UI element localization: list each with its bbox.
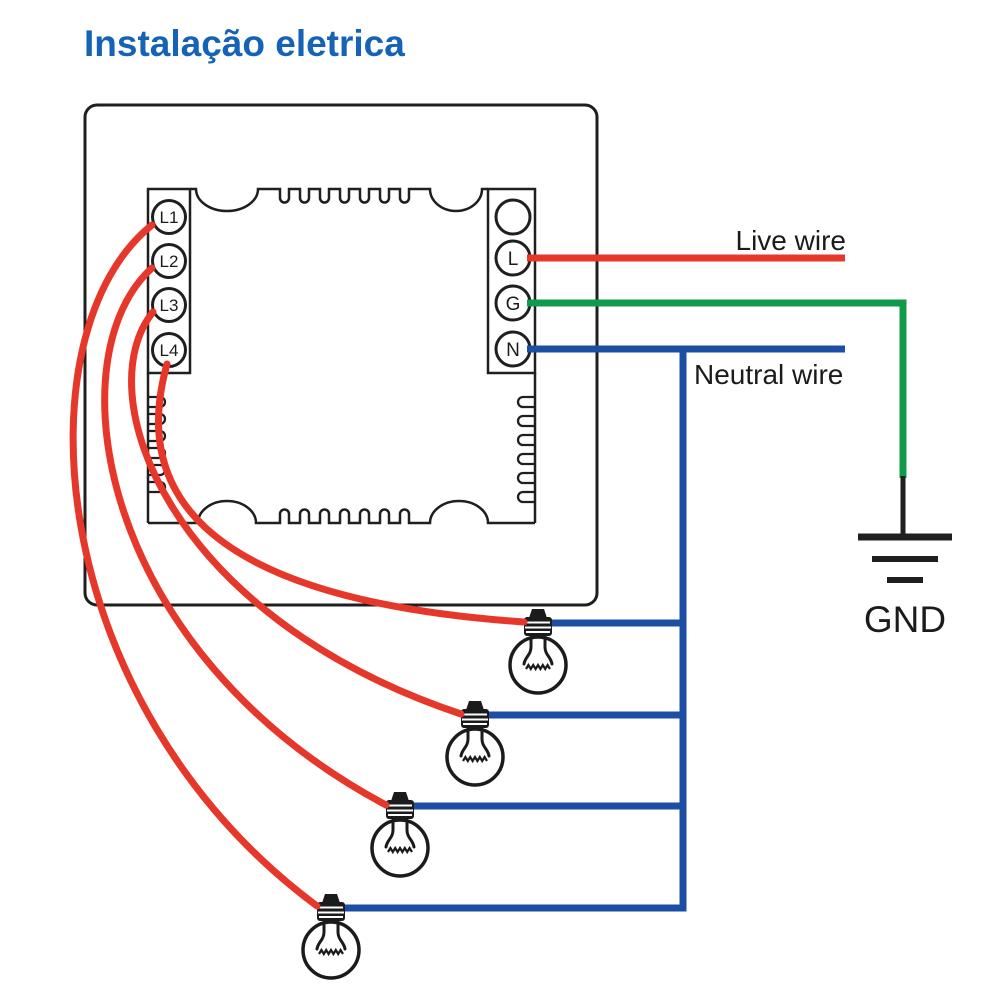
- module-top-edge: [190, 187, 488, 213]
- neutral-wiring: [345, 345, 845, 912]
- neutral-branch-wire: [345, 349, 687, 912]
- gnd-label: GND: [864, 599, 946, 640]
- terminal-l3: [151, 287, 187, 323]
- module-bottom-edge: [148, 499, 535, 525]
- terminal-neutral-label: N: [506, 340, 520, 361]
- ground-wire: [527, 299, 907, 478]
- live-wiring: [69, 221, 845, 910]
- terminal-l3-label: L3: [160, 296, 179, 315]
- terminal-block-right: L G N: [486, 187, 537, 375]
- wire-l4-to-bulb-1: [154, 360, 528, 626]
- gnd-symbol: [858, 476, 952, 583]
- wire-l3-to-bulb-2: [128, 308, 465, 718]
- wire-l1-to-bulb-4: [69, 221, 321, 910]
- wall-plate-outline: [83, 103, 599, 607]
- terminal-l4-label: L4: [160, 341, 179, 360]
- terminal-blank: [494, 198, 532, 236]
- terminal-block-left: L1 L2 L3 L4: [146, 187, 192, 375]
- terminal-live-label: L: [508, 249, 519, 270]
- terminal-l1: [151, 199, 187, 235]
- terminal-l1-label: L1: [160, 208, 179, 227]
- terminal-l2-label: L2: [160, 252, 179, 271]
- terminal-block-right-outline: [486, 187, 537, 375]
- wire-l2-to-bulb-3: [101, 264, 390, 809]
- terminal-l2: [151, 243, 187, 279]
- page-title: Instalação eletrica: [84, 23, 405, 64]
- connector-pins-right: [516, 395, 535, 504]
- ground-wiring: GND: [527, 299, 952, 640]
- live-wire-label: Live wire: [736, 225, 846, 256]
- terminal-block-left-outline: [146, 187, 192, 375]
- switch-module: [146, 187, 537, 525]
- terminal-ground-label: G: [506, 294, 521, 315]
- neutral-wire-label: Neutral wire: [694, 359, 843, 390]
